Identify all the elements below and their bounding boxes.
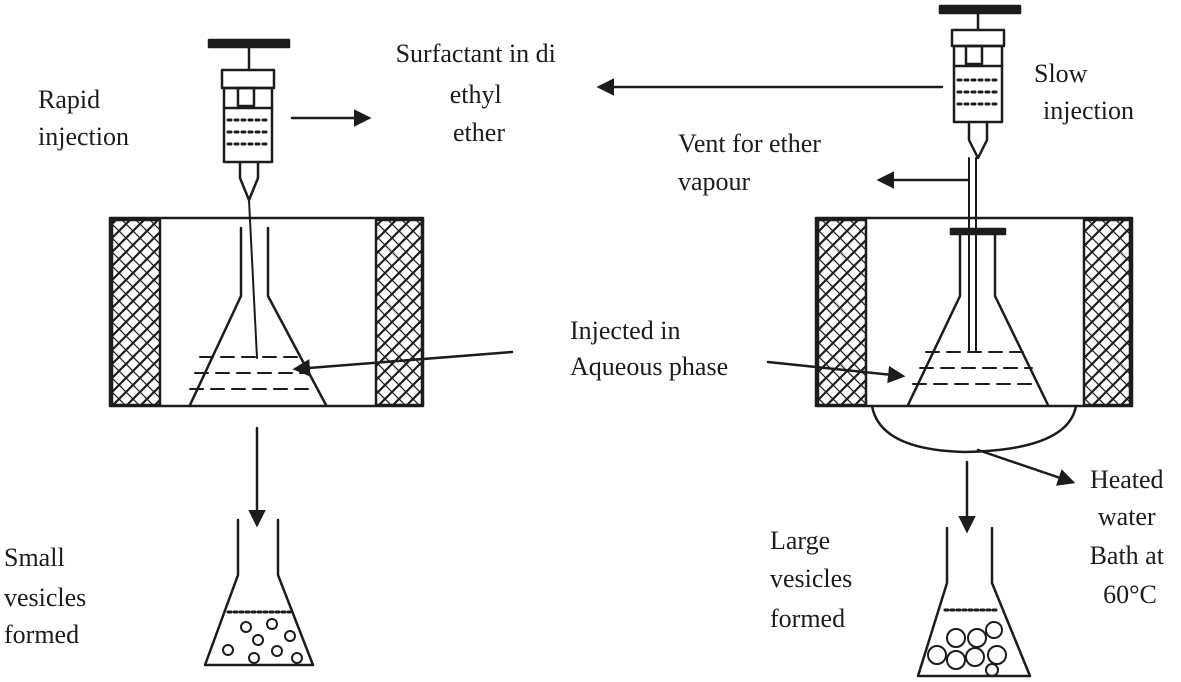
vesicle xyxy=(985,663,999,677)
heated-bath-arrow xyxy=(976,448,1076,486)
label-small-vesicles: Small vesicles formed xyxy=(4,543,93,649)
label-injected-aqueous: Injected in Aqueous phase xyxy=(570,316,728,381)
label-heated-bath: Heated water Bath at 60°C xyxy=(1090,465,1171,609)
label-surfactant: Surfactant in di ethyl ether xyxy=(396,39,563,147)
left-conical-flask xyxy=(188,226,328,407)
right-bath-container xyxy=(814,216,1134,454)
vesicle xyxy=(946,650,966,670)
label-rapid-injection: Rapid injection xyxy=(38,85,129,151)
left-syringe xyxy=(207,38,291,359)
vesicle xyxy=(946,628,966,648)
vesicle xyxy=(240,621,252,633)
right-conical-flask xyxy=(906,227,1050,407)
left-bath-container xyxy=(108,216,425,408)
left-syringe-fluid-dots xyxy=(226,118,272,146)
vesicle xyxy=(252,634,264,646)
vesicle xyxy=(985,621,1003,639)
vesicle xyxy=(987,645,1007,665)
small-vesicles-flask xyxy=(203,518,315,667)
vesicle xyxy=(248,652,260,664)
label-vent: Vent for ether vapour xyxy=(678,129,827,196)
right-syringe xyxy=(938,4,1022,353)
vesicle xyxy=(965,647,985,667)
large-vesicles-flask xyxy=(916,526,1032,678)
vesicle xyxy=(284,630,296,642)
vesicle xyxy=(291,652,303,664)
right-syringe-fluid-dots xyxy=(956,78,1002,106)
label-slow-injection: Slow injection xyxy=(1034,59,1134,125)
vesicle xyxy=(271,645,283,657)
vesicle xyxy=(967,628,987,648)
vesicle xyxy=(927,645,947,665)
label-large-vesicles: Large vesicles formed xyxy=(770,526,859,633)
injected-arrows xyxy=(292,350,906,384)
vesicle xyxy=(266,618,278,630)
vesicle xyxy=(222,644,234,656)
